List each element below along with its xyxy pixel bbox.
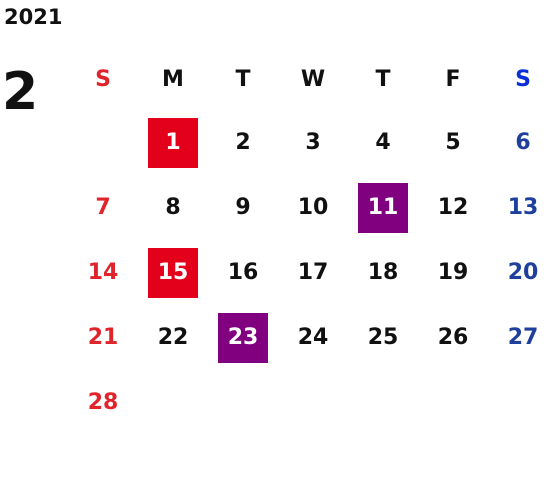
day-cell-highlight: 23: [208, 305, 278, 370]
day-number: 17: [297, 260, 329, 285]
day-cell: 27: [488, 305, 548, 370]
day-cell: 20: [488, 240, 548, 305]
day-cell-holiday: 1: [138, 110, 208, 175]
day-cell: 26: [418, 305, 488, 370]
day-number: 3: [305, 130, 321, 155]
year-label: 2021: [4, 5, 63, 29]
weekday-thu: T: [375, 66, 391, 92]
weekday-wed: W: [300, 66, 326, 92]
day-number: 16: [227, 260, 259, 285]
day-number: 25: [367, 325, 399, 350]
day-cell: 4: [348, 110, 418, 175]
day-cell: 6: [488, 110, 548, 175]
day-cell: 3: [278, 110, 348, 175]
day-cell: [68, 110, 138, 175]
day-cell: 8: [138, 175, 208, 240]
day-number: 19: [437, 260, 469, 285]
day-cell: 13: [488, 175, 548, 240]
day-number: 6: [515, 130, 531, 155]
day-cell: 7: [68, 175, 138, 240]
day-number: 4: [375, 130, 391, 155]
day-number: 13: [507, 195, 539, 220]
day-number: 5: [445, 130, 461, 155]
weekday-tue: T: [235, 66, 251, 92]
day-number: 27: [507, 325, 539, 350]
day-cell: 24: [278, 305, 348, 370]
day-cell: 22: [138, 305, 208, 370]
day-number: 12: [437, 195, 469, 220]
day-number: 11: [358, 182, 408, 233]
day-cell: 25: [348, 305, 418, 370]
day-cell: 2: [208, 110, 278, 175]
day-number: 22: [157, 325, 189, 350]
day-cell: 17: [278, 240, 348, 305]
day-number: 23: [218, 312, 268, 363]
week-row: 7 8 9 10 11 12 13: [68, 175, 548, 240]
day-cell: 28: [68, 370, 138, 435]
day-number: 1: [148, 117, 198, 168]
weekday-sat: S: [515, 66, 531, 92]
day-number: 10: [297, 195, 329, 220]
week-row: 28: [68, 370, 548, 435]
day-number: 20: [507, 260, 539, 285]
day-cell: 19: [418, 240, 488, 305]
week-row: 21 22 23 24 25 26 27: [68, 305, 548, 370]
month-number: 2: [2, 62, 39, 122]
weekday-header-row: S M T W T F S: [68, 48, 548, 110]
day-cell: 5: [418, 110, 488, 175]
day-cell-highlight: 11: [348, 175, 418, 240]
day-number: 26: [437, 325, 469, 350]
day-number: 7: [95, 195, 111, 220]
day-cell: 10: [278, 175, 348, 240]
day-number: 2: [235, 130, 251, 155]
day-number: 9: [235, 195, 251, 220]
day-number: [78, 118, 128, 168]
calendar-grid: S M T W T F S 1 2 3 4 5 6 7 8 9 10 11 12…: [68, 48, 548, 435]
day-cell: 14: [68, 240, 138, 305]
day-cell: 18: [348, 240, 418, 305]
weekday-sun: S: [95, 66, 111, 92]
week-row: 1 2 3 4 5 6: [68, 110, 548, 175]
day-cell: 9: [208, 175, 278, 240]
day-number: 18: [367, 260, 399, 285]
day-cell: 16: [208, 240, 278, 305]
day-cell: 12: [418, 175, 488, 240]
day-number: 15: [148, 247, 198, 298]
day-number: 14: [87, 260, 119, 285]
day-number: 28: [87, 390, 119, 415]
week-row: 14 15 16 17 18 19 20: [68, 240, 548, 305]
day-cell: 21: [68, 305, 138, 370]
day-cell-holiday: 15: [138, 240, 208, 305]
day-number: 24: [297, 325, 329, 350]
day-number: 8: [165, 195, 181, 220]
day-number: 21: [87, 325, 119, 350]
weekday-fri: F: [445, 66, 461, 92]
weekday-mon: M: [162, 66, 184, 92]
